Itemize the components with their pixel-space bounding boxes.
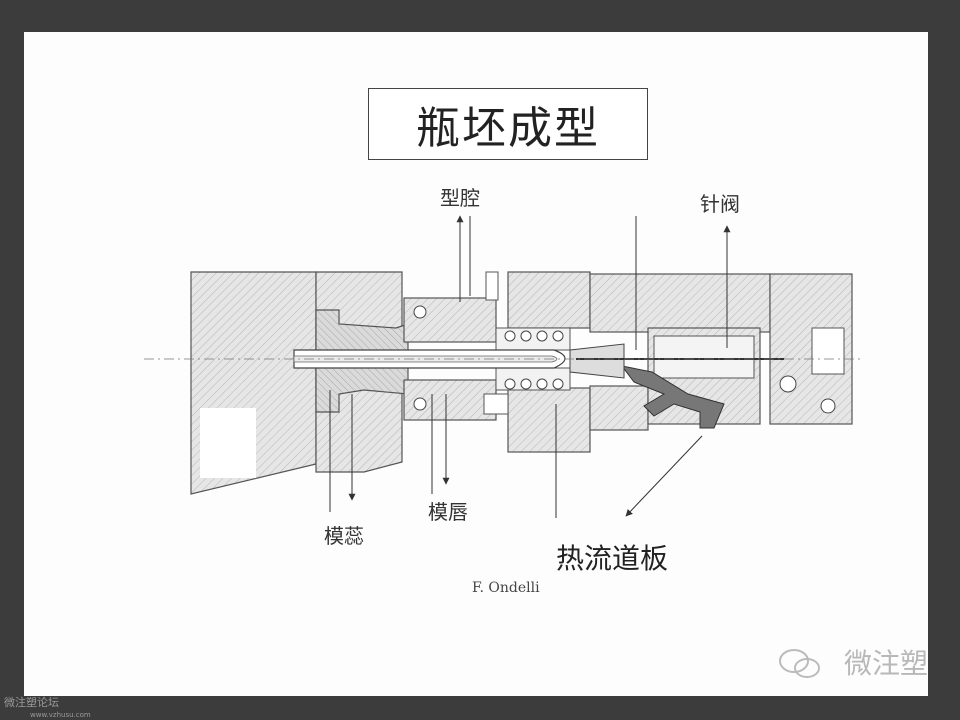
label-core: 模蕊 (324, 524, 364, 548)
cavity-plate-bottom (507, 387, 591, 453)
actuator-hole (779, 375, 797, 393)
credit-text: F. Ondelli (472, 580, 540, 596)
watermark-text: 微注塑 (843, 647, 928, 680)
melt-channel (620, 365, 725, 429)
label-lip: 模唇 (428, 500, 468, 524)
cavity-cooling-channels (504, 330, 564, 390)
leader-lines (329, 215, 731, 518)
hot-runner-block-bottom (589, 385, 649, 431)
blank-patch (200, 408, 256, 478)
label-cavity: 型腔 (440, 186, 480, 210)
nozzle (569, 343, 625, 379)
label-hot-runner: 热流道板 (556, 542, 669, 575)
top-post (485, 271, 499, 301)
lip-block-upper (403, 297, 497, 343)
cavity-plate-top (507, 271, 591, 329)
forum-name: 微注塑论坛 (4, 696, 59, 709)
mold-cross-section-diagram (144, 215, 864, 518)
hot-runner-block-top (589, 273, 771, 333)
cooling-hole (413, 397, 427, 411)
slide: 瓶坯成型 型腔 针阀 模蕊 模唇 热流道板 F. Ondelli 微注塑 (24, 32, 928, 696)
cooling-hole (413, 305, 427, 319)
label-valve-pin: 针阀 (700, 192, 740, 216)
forum-url: www.vzhusu.com (30, 711, 91, 719)
valve-body (653, 335, 755, 379)
actuator-hole (820, 398, 836, 414)
bottom-slot (483, 393, 509, 415)
page-title: 瓶坯成型 (416, 103, 600, 154)
actuator-cavity (811, 327, 845, 375)
wechat-icon (779, 649, 820, 678)
title-box: 瓶坯成型 (368, 88, 648, 160)
